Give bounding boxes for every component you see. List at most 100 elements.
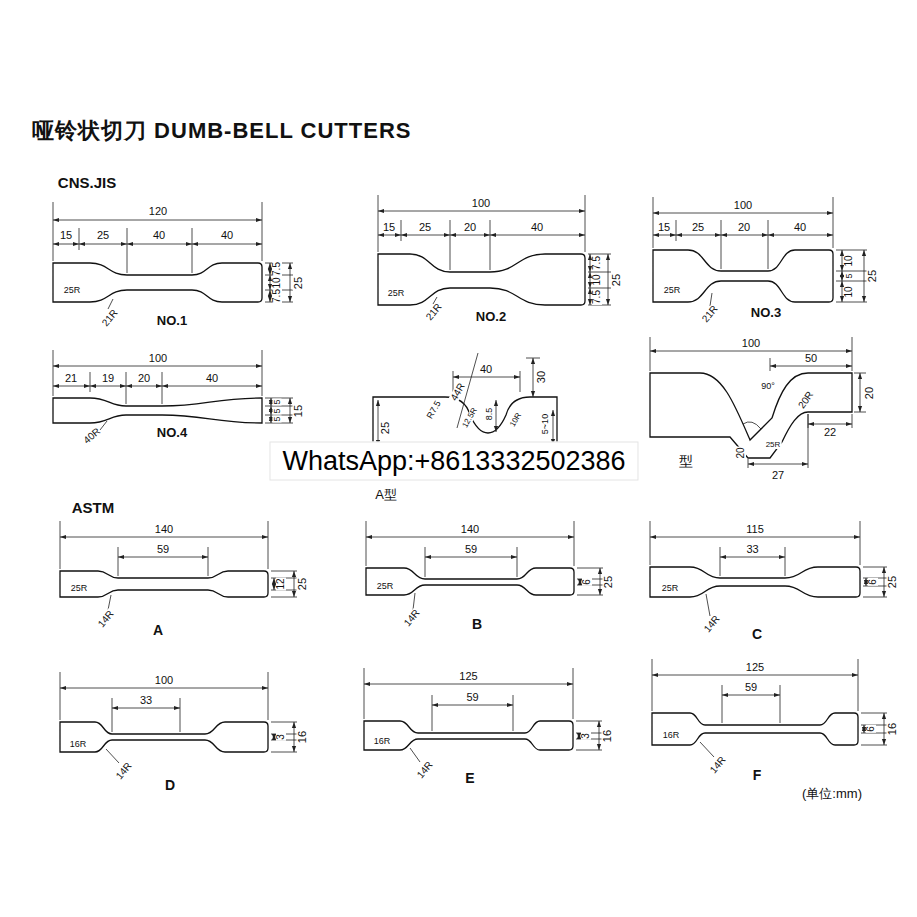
dimension-label: 14R xyxy=(708,754,729,776)
dimension-line xyxy=(270,290,271,302)
dimension-line xyxy=(401,235,450,236)
dimension-line xyxy=(608,254,609,305)
extension-line xyxy=(425,547,426,577)
dimension-label: 20 xyxy=(864,385,875,399)
specimen-outline xyxy=(60,722,268,752)
extension-line xyxy=(860,521,861,565)
dimension-line xyxy=(127,244,192,245)
extension-line xyxy=(836,281,867,282)
dimension-line xyxy=(721,235,768,236)
dimension-label: 100 xyxy=(148,353,168,364)
extension-line xyxy=(833,197,834,248)
specimen-outline xyxy=(652,713,858,745)
dimension-label: 25 xyxy=(96,230,110,241)
extension-line xyxy=(53,202,54,261)
dimension-label: A型 xyxy=(374,488,398,501)
dimension-line xyxy=(290,398,291,423)
dimension-line xyxy=(842,271,843,281)
extension-line xyxy=(126,372,127,404)
specimen-label: NO.1 xyxy=(156,314,188,327)
extension-line xyxy=(526,358,540,359)
dimension-label: 5 xyxy=(273,398,282,405)
dimension-line xyxy=(650,537,860,538)
dimension-line xyxy=(378,211,585,212)
extension-line xyxy=(836,302,867,303)
extension-line xyxy=(432,695,433,731)
dimension-line xyxy=(270,275,271,290)
extension-line xyxy=(748,459,749,468)
extension-line xyxy=(268,521,269,569)
extension-line xyxy=(577,568,603,569)
dimension-label: 25 xyxy=(691,222,705,233)
dimension-label: 40 xyxy=(793,222,807,233)
dimension-label: 6 xyxy=(866,725,876,733)
extension-line xyxy=(836,271,867,272)
dimension-label: 20 xyxy=(137,373,151,384)
extension-line xyxy=(378,195,379,252)
dimension-label: 7.5 xyxy=(592,289,602,305)
dimension-label: 25R xyxy=(376,582,395,591)
extension-line xyxy=(588,272,611,273)
dimension-label: 25 xyxy=(603,574,614,588)
extension-line xyxy=(265,406,293,407)
dimension-label: 19 xyxy=(101,373,115,384)
dimension-label: 40 xyxy=(479,364,493,375)
dimension-line xyxy=(579,733,580,739)
dimension-line xyxy=(600,568,601,595)
extension-line xyxy=(854,373,866,374)
specimen-label: ASTM xyxy=(71,500,116,515)
dimension-label: 25R xyxy=(663,286,682,295)
extension-line xyxy=(271,571,297,572)
dimension-line xyxy=(842,250,843,271)
dimension-label: 59 xyxy=(156,544,170,555)
dimension-label: 5 xyxy=(273,415,282,422)
dimension-line xyxy=(650,351,852,352)
specimen-outline xyxy=(60,571,268,597)
dimension-line xyxy=(590,254,591,272)
dimension-label: 140 xyxy=(154,524,174,535)
extension-line xyxy=(271,597,297,598)
dimension-line xyxy=(653,235,676,236)
specimen-outline xyxy=(653,250,833,302)
dimension-line xyxy=(860,373,861,412)
dimension-line xyxy=(490,235,585,236)
extension-line xyxy=(700,742,714,757)
dimension-label: 25 xyxy=(867,269,878,283)
dimension-line xyxy=(90,386,126,387)
dimension-line xyxy=(842,281,843,302)
dimension-label: 100 xyxy=(154,675,174,686)
dimension-label: 15 xyxy=(657,222,671,233)
dimension-line xyxy=(432,705,513,706)
dimension-label: 25 xyxy=(297,577,308,591)
dimension-label: 27 xyxy=(771,470,785,481)
dimension-label: 25 xyxy=(293,275,304,289)
dimension-line xyxy=(864,250,865,302)
dimension-label: 5~10 xyxy=(541,413,550,435)
dimension-label: 14R xyxy=(415,759,436,781)
dimension-label: 25R xyxy=(387,289,406,298)
diagram-title: 哑铃状切刀 DUMB-BELL CUTTERS xyxy=(32,116,411,146)
dimension-label: 16R xyxy=(69,740,88,749)
extension-line xyxy=(861,713,887,714)
dimension-label: 59 xyxy=(464,544,478,555)
dimension-label: 100 xyxy=(733,200,753,211)
dimension-label: 25R xyxy=(765,441,782,449)
extension-line xyxy=(722,685,723,723)
dimension-label: 40 xyxy=(152,230,166,241)
specimen-label: E xyxy=(464,771,475,785)
dimension-label: 7.5 xyxy=(592,255,602,271)
dimension-label: 21R xyxy=(100,307,121,329)
extension-line xyxy=(780,685,781,723)
dimension-line xyxy=(652,675,858,676)
extension-line xyxy=(364,668,365,719)
extension-line xyxy=(808,414,809,468)
extension-line xyxy=(268,672,269,720)
extension-line xyxy=(208,547,209,576)
extension-line xyxy=(112,698,113,732)
dimension-label: 5 xyxy=(273,407,282,414)
watermark: WhatsApp:+8613332502386 xyxy=(269,442,638,481)
extension-line xyxy=(106,749,119,763)
dimension-line xyxy=(866,578,867,586)
specimen-label: NO.4 xyxy=(156,426,188,439)
